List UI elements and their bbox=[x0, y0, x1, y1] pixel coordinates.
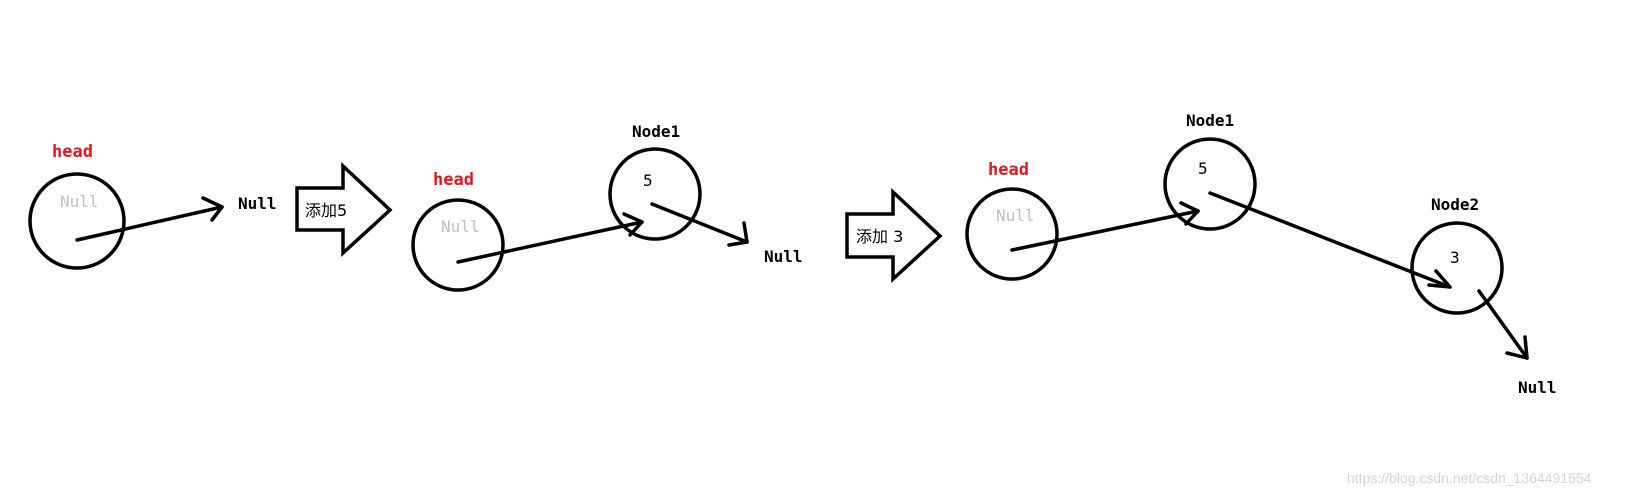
node2-next-arrow bbox=[1477, 289, 1529, 360]
head-node-value: Null bbox=[60, 192, 99, 211]
head-node bbox=[965, 187, 1059, 281]
head-label: head bbox=[52, 142, 93, 162]
head-next-arrow bbox=[456, 212, 644, 264]
node2-label: Node2 bbox=[1431, 195, 1479, 214]
node1-value: 5 bbox=[1198, 159, 1208, 178]
node1-label: Node1 bbox=[1186, 111, 1234, 130]
node2-value: 3 bbox=[1450, 248, 1460, 267]
tail-null-label: Null bbox=[764, 247, 803, 266]
head-label: head bbox=[433, 170, 474, 190]
node1-next-arrow bbox=[650, 202, 749, 247]
head-next-arrow bbox=[75, 196, 224, 242]
node1-next-arrow bbox=[1208, 191, 1452, 289]
stage-2: head Null Node1 5 Null bbox=[411, 122, 803, 292]
head-node-value: Null bbox=[441, 217, 480, 236]
stage-3: head Null Node1 5 Node2 3 Null bbox=[965, 111, 1557, 397]
step-arrow-1: 添加5 bbox=[295, 161, 393, 257]
tail-null-label: Null bbox=[1518, 378, 1557, 397]
head-node-value: Null bbox=[996, 206, 1035, 225]
step-label: 添加 3 bbox=[856, 227, 903, 246]
head-next-arrow bbox=[1010, 201, 1200, 252]
stage-1: head Null Null bbox=[28, 142, 277, 270]
step-arrow-shape bbox=[295, 161, 393, 257]
head-node bbox=[28, 172, 126, 270]
head-node bbox=[411, 198, 505, 292]
step-arrow-2: 添加 3 bbox=[845, 187, 943, 283]
node1-value: 5 bbox=[643, 171, 653, 190]
step-arrow-shape bbox=[845, 187, 943, 283]
node1-label: Node1 bbox=[632, 122, 680, 141]
watermark: https://blog.csdn.net/csdn_1364491554 bbox=[1347, 470, 1592, 486]
head-label: head bbox=[988, 160, 1029, 180]
step-label: 添加5 bbox=[305, 201, 347, 220]
tail-null-label: Null bbox=[238, 194, 277, 213]
node2 bbox=[1410, 221, 1504, 315]
